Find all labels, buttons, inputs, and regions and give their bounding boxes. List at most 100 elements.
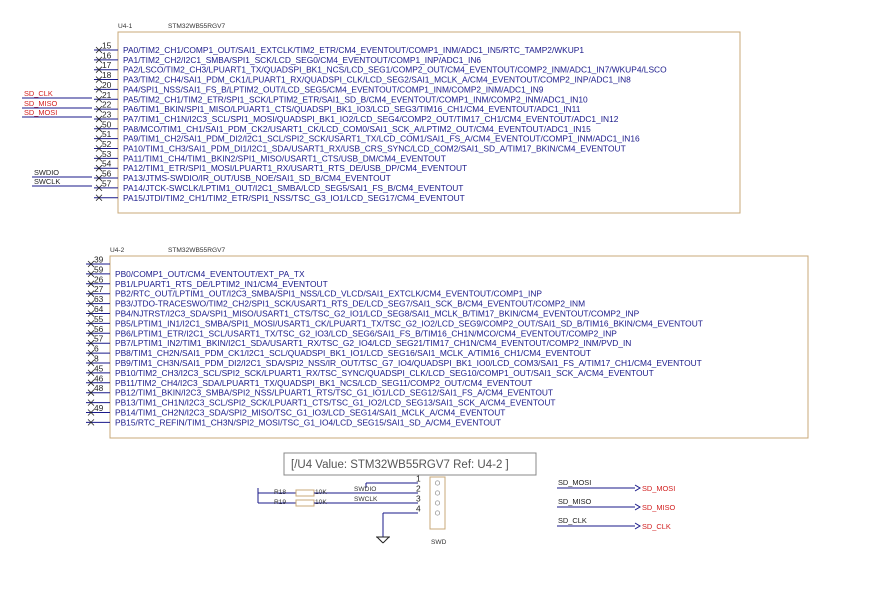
swd-pin-hole [434, 480, 441, 486]
net-flag-label: SD_MOSI [642, 484, 675, 493]
r19-resistor[interactable] [295, 499, 315, 507]
u4-2-pin-row: 8 PB9/TIM1_CH3N/SAI1_PDM_DI2/I2C1_SDA/SPI… [86, 354, 702, 368]
u4-2-pin-number: 26 [94, 274, 104, 284]
u4-2-pin-label: PB0/COMP1_OUT/CM4_EVENTOUT/EXT_PA_TX [115, 269, 305, 279]
u4-1-pin-number: 51 [102, 129, 112, 139]
u4-1-pin-number: 54 [102, 159, 112, 169]
net-swclk: SWCLK [34, 177, 60, 186]
u4-2-pin-label: PB12/TIM1_BKIN/I2C3_SMBA/SPI2_NSS/LPUART… [115, 388, 553, 398]
u4-1-pin-label: PA5/TIM2_CH1/TIM2_ETR/SPI1_SCK/LPTIM2_ET… [123, 94, 588, 104]
u4-2-pin-label: PB1/LPUART1_RTS_DE/LPTIM2_IN1/CM4_EVENTO… [115, 279, 328, 289]
u4-2-pin-row: PB13/TIM1_CH1N/I2C3_SCL/SPI2_SCK/LPUART1… [86, 398, 556, 408]
u4-2-pin-label: PB13/TIM1_CH1N/I2C3_SCL/SPI2_SCK/LPUART1… [115, 398, 556, 408]
net-sd-clk: SD_CLK [24, 89, 53, 98]
u4-2-pin-number: 27 [94, 284, 104, 294]
u4-1-ref: U4-1 [118, 23, 133, 30]
u4-2-pin-number: 45 [94, 363, 104, 373]
r18-value: 10K [315, 489, 327, 496]
u4-2-pin-row: 6 PB8/TIM1_CH2N/SAI1_PDM_CK1/I2C1_SCL/QUA… [86, 344, 591, 358]
u4-2-pin-number: 8 [94, 354, 99, 364]
net-sd-mosi: SD_MOSI [24, 108, 57, 117]
u4-2-pin-label: PB15/RTC_REFIN/TIM1_CH3N/SPI2_MOSI/TSC_G… [115, 417, 501, 427]
net-wire-label: SD_MOSI [558, 478, 591, 487]
u4-1-pin-number: 53 [102, 149, 112, 159]
u4-1-pin-label: PA4/SPI1_NSS/SAI1_FS_B/LPTIM2_OUT/LCD_SE… [123, 84, 544, 94]
u4-2-pin-label: PB5/LPTIM1_IN1/I2C1_SMBA/SPI1_MOSI/USART… [115, 318, 703, 328]
u4-1-pin-number: 16 [102, 50, 112, 60]
u4-1-pin-label: PA7/TIM1_CH1N/I2C3_SCL/SPI1_MOSI/QUADSPI… [123, 114, 619, 124]
net-flag-label: SD_MISO [642, 503, 676, 512]
u4-2-pin-row: 39 [86, 255, 110, 268]
swd-connector[interactable] [429, 476, 446, 530]
u4-2-pin-label: PB8/TIM1_CH2N/SAI1_PDM_CK1/I2C1_SCL/QUAD… [115, 348, 591, 358]
u4-1-pin-label: PA11/TIM1_CH4/TIM1_BKIN2/SPI1_MISO/USART… [123, 153, 446, 163]
u4-1-pin-row: 20 PA4/SPI1_NSS/SAI1_FS_B/LPTIM2_OUT/LCD_… [94, 80, 544, 94]
net-wire-label: SD_CLK [558, 516, 587, 525]
u4-1-pin-number: 20 [102, 80, 112, 90]
u4-1-pin-label: PA3/TIM2_CH4/SAI1_PDM_CK1/LPUART1_RX/QUA… [123, 75, 631, 85]
u4-2-pin-row: 55 PB5/LPTIM1_IN1/I2C1_SMBA/SPI1_MOSI/USA… [86, 314, 703, 328]
u4-1-pin-label: PA13/JTMS-SWDIO/IR_OUT/USB_NOE/SAI1_SD_B… [123, 173, 391, 183]
u4-1-pin-number: 18 [102, 70, 112, 80]
u4-1-part: STM32WB55RGV7 [168, 23, 225, 30]
u4-1-pin-number: 21 [102, 90, 112, 100]
net-label-row: SD_CLK SD_CLK [557, 516, 671, 531]
u4-2-pin-number: 49 [94, 403, 104, 413]
u4-2-pin-number: 46 [94, 373, 104, 383]
u4-2-pin-label: PB4/NJTRST/I2C3_SDA/SPI1_MISO/USART1_CTS… [115, 309, 640, 319]
u4-2-pin-label: PB7/LPTIM1_IN2/TIM1_BKIN/I2C1_SDA/USART1… [115, 338, 631, 348]
swd-pin-hole [434, 490, 441, 496]
u4-1-pin-row: 21 PA5/TIM2_CH1/TIM2_ETR/SPI1_SCK/LPTIM2_… [94, 90, 588, 104]
u4-2-pin-number: 55 [94, 314, 104, 324]
u4-2-ref: U4-2 [110, 247, 125, 254]
u4-1-pin-row: 56 PA13/JTMS-SWDIO/IR_OUT/USB_NOE/SAI1_SD… [94, 169, 391, 183]
r18-ref: R18 [274, 489, 286, 496]
u4-1-pin-row: 54 PA12/TIM1_ETR/SPI1_MOSI/LPUART1_RX/USA… [94, 159, 467, 173]
u4-1-pin-label: PA8/MCO/TIM1_CH1/SAI1_PDM_CK2/USART1_CK/… [123, 124, 591, 134]
r18-resistor[interactable] [295, 489, 315, 497]
u4-2-part: STM32WB55RGV7 [168, 247, 225, 254]
u4-2-pin-label: PB10/TIM2_CH3/I2C3_SCL/SPI2_SCK/LPUART1_… [115, 368, 654, 378]
u4-1-pin-label: PA12/TIM1_ETR/SPI1_MOSI/LPUART1_RX/USART… [123, 163, 467, 173]
u4-1-pin-number: 52 [102, 139, 112, 149]
u4-1-pin-row: 53 PA11/TIM1_CH4/TIM1_BKIN2/SPI1_MISO/USA… [94, 149, 446, 163]
u4-1-pin-label: PA0/TIM2_CH1/COMP1_OUT/SAI1_EXTCLK/TIM2_… [123, 45, 584, 55]
u4-2-pin-number: 6 [94, 344, 99, 354]
r19-net: SWCLK [354, 496, 378, 503]
net-flag-label: SD_CLK [642, 522, 671, 531]
u4-1-pin-number: 22 [102, 100, 112, 110]
u4-2-pin-number: 39 [94, 255, 104, 265]
u4-2-pin-label: PB14/TIM1_CH2N/I2C3_SDA/SPI2_MISO/TSC_G1… [115, 408, 505, 418]
u4-2-pin-label: PB9/TIM1_CH3N/SAI1_PDM_DI2/I2C1_SDA/SPI2… [115, 358, 702, 368]
r19-ref: R19 [274, 499, 286, 506]
u4-1-pin-number: 50 [102, 119, 112, 129]
u4-1-nets: SD_CLK SD_MISO SD_MOSI SWDIO SWCLK [22, 89, 92, 187]
u4-2-pin-label: PB11/TIM2_CH4/I2C3_SDA/LPUART1_TX/QUADSP… [115, 378, 532, 388]
u4-1-pin-number: 56 [102, 169, 112, 179]
u4-1-pin-number: 57 [102, 178, 112, 188]
swd-pin-hole [434, 500, 441, 506]
u4-2-pin-number: 63 [94, 294, 104, 304]
